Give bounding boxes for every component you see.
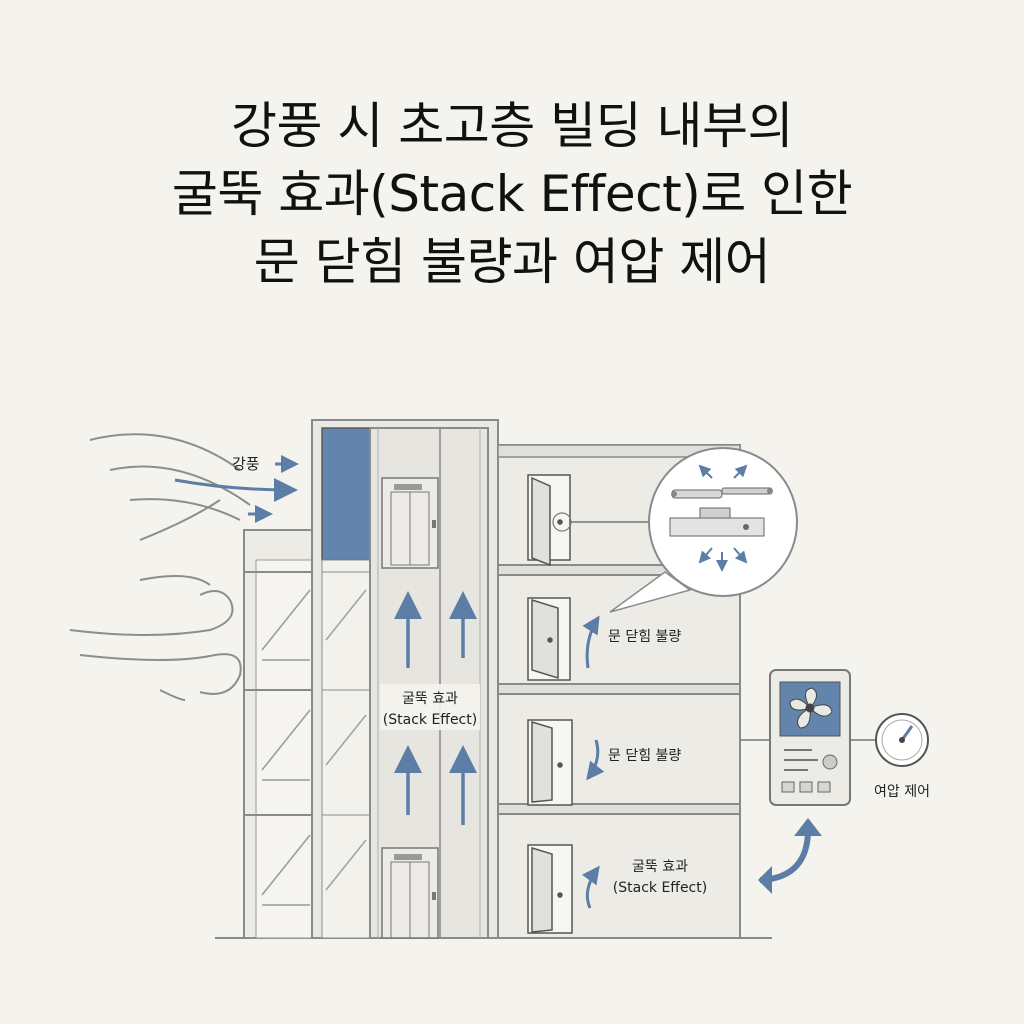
door-fail-label-2: 문 닫힘 불량	[608, 748, 681, 764]
wind-label: 강풍	[232, 455, 260, 473]
stack-effect-label-ko: 굴뚝 효과	[402, 691, 458, 707]
fan-icon	[789, 687, 833, 729]
stack-effect-label-en: (Stack Effect)	[383, 712, 477, 728]
stairs-icon	[243, 529, 313, 939]
door-stack-label-ko: 굴뚝 효과	[632, 859, 688, 875]
title-line-2: 굴뚝 효과(Stack Effect)로 인한	[171, 165, 853, 223]
door-stack-label-en: (Stack Effect)	[613, 880, 707, 896]
diagram-title: 강풍 시 초고층 빌딩 내부의 굴뚝 효과(Stack Effect)로 인한 …	[0, 92, 1024, 296]
door-closer-icon	[648, 447, 798, 597]
wind-icon	[69, 433, 251, 701]
door-2	[527, 597, 571, 681]
door-3	[527, 719, 573, 806]
door-fail-label-1: 문 닫힘 불량	[608, 629, 681, 645]
pressure-gauge-icon	[875, 713, 929, 767]
pressurization-label: 여압 제어	[874, 784, 930, 800]
title-line-1: 강풍 시 초고층 빌딩 내부의	[230, 97, 794, 155]
elevator-icon	[381, 477, 439, 569]
elevator-icon-lower	[381, 847, 439, 939]
door-4	[527, 844, 573, 934]
door-1	[527, 474, 571, 567]
stack-airflow-arrows	[394, 591, 477, 825]
pressurization-panel	[769, 669, 851, 806]
title-line-3: 문 닫힘 불량과 여압 제어	[253, 233, 771, 291]
shaft-window	[321, 427, 371, 561]
wind-arrows	[174, 455, 299, 523]
